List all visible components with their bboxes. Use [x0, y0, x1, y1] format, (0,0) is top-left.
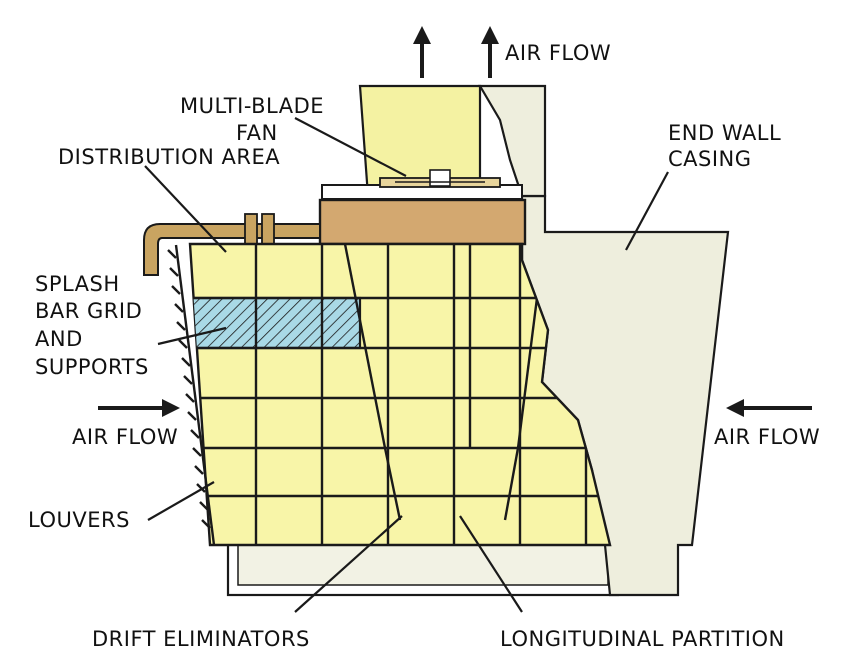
leader-lines: [144, 117, 669, 613]
louvers: [167, 244, 216, 546]
label-air-flow-left: AIR FLOW: [72, 425, 178, 449]
label-casing: CASING: [668, 147, 752, 171]
label-louvers: LOUVERS: [28, 508, 130, 532]
splash-bar-band: [190, 296, 362, 350]
label-fan: FAN: [236, 121, 278, 145]
label-end-wall: END WALL: [668, 121, 781, 145]
distribution-deck: [318, 198, 527, 246]
air-flow-arrows: [98, 26, 812, 417]
label-air-flow-right: AIR FLOW: [714, 425, 820, 449]
label-supports: SUPPORTS: [35, 355, 149, 379]
label-multi-blade: MULTI-BLADE: [180, 94, 324, 118]
inlet-pipe: [143, 213, 321, 276]
basin: [226, 541, 620, 597]
multi-blade-fan: [321, 169, 523, 200]
labels: AIR FLOW MULTI-BLADE FAN DISTRIBUTION AR…: [28, 41, 820, 651]
label-longitudinal-partition: LONGITUDINAL PARTITION: [500, 627, 785, 651]
label-air-flow-top: AIR FLOW: [505, 41, 611, 65]
label-bar-grid: BAR GRID: [35, 299, 142, 323]
label-drift-eliminators: DRIFT ELIMINATORS: [92, 627, 310, 651]
label-splash: SPLASH: [35, 272, 120, 296]
label-distribution-area: DISTRIBUTION AREA: [58, 145, 280, 169]
fill-media: [188, 242, 612, 547]
label-and: AND: [35, 327, 83, 351]
